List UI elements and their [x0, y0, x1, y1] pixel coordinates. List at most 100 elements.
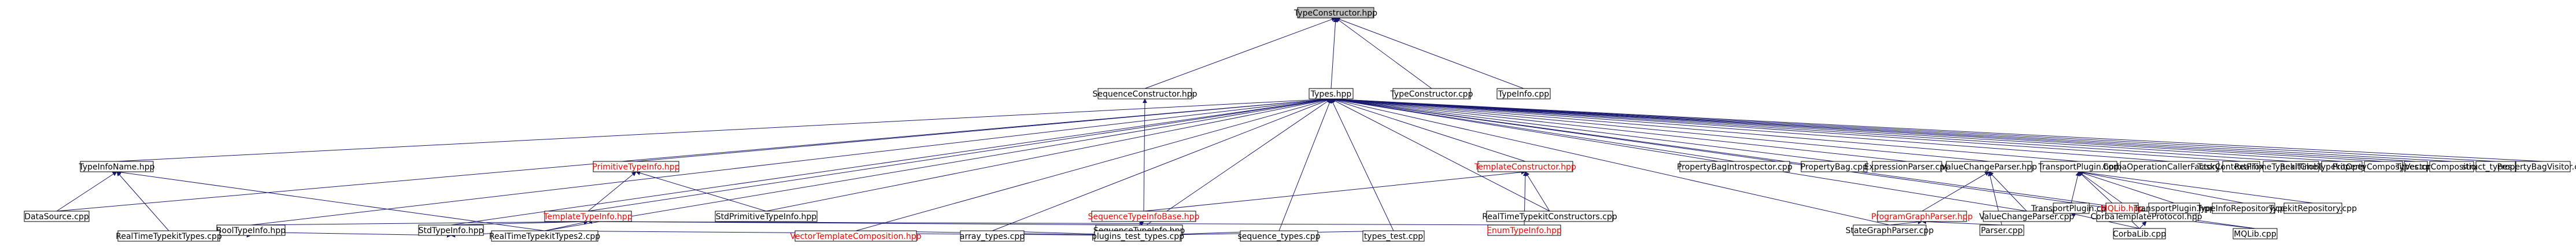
node-sequence-types-cpp[interactable]: sequence_types.cpp	[1238, 230, 1321, 242]
node-propertybag-cpp[interactable]: PropertyBag.cpp	[1801, 161, 1868, 172]
node-typeinfo-cpp[interactable]: TypeInfo.cpp	[1496, 88, 1551, 99]
edge-plugins-test-types-cpp-to-types-hpp	[1137, 98, 1332, 231]
node-box	[24, 211, 90, 222]
node-label: SequenceTypeInfoBase.hpp	[1088, 212, 1200, 222]
node-primitivetypeinfo-hpp[interactable]: PrimitiveTypeInfo.hpp	[592, 161, 680, 172]
node-box	[960, 230, 1025, 242]
node-label: ValueChangeParser.cpp	[1979, 212, 2075, 222]
edge-typeconstructor-cpp-to-typeconstructor-hpp	[1335, 17, 1432, 89]
node-propertybagintrospector-cpp[interactable]: PropertyBagIntrospector.cpp	[1677, 161, 1793, 172]
edge-mqlib-cpp-to-types-hpp	[1330, 97, 2256, 229]
node-sequencetypeinfobase-hpp[interactable]: SequenceTypeInfoBase.hpp	[1088, 211, 1200, 222]
node-label: VectorComposition.cpp	[2405, 163, 2499, 172]
edge-corbatemplateprotocol-hpp-to-types-hpp	[1330, 97, 2147, 212]
node-box	[1477, 161, 1573, 172]
node-typeinfoname-hpp[interactable]: TypeInfoName.hpp	[78, 161, 155, 172]
node-transportplugin-hpp2[interactable]: TransportPlugin.hpp	[2133, 202, 2215, 214]
node-array-types-cpp[interactable]: array_types.cpp	[960, 230, 1025, 242]
node-label: TemplateConstructor.hpp	[1474, 163, 1576, 172]
node-label: CorbaOperationCallerFactory.cpp	[2103, 163, 2237, 172]
node-stategraphparser-cpp[interactable]: StateGraphParser.cpp	[1846, 224, 1934, 236]
node-templateconstructor-hpp[interactable]: TemplateConstructor.hpp	[1474, 161, 1576, 172]
node-label: BoolTypeInfo.hpp	[216, 226, 286, 235]
node-label: Types.cpp	[2395, 163, 2435, 172]
node-booltypeinfo-hpp[interactable]: BoolTypeInfo.hpp	[216, 224, 286, 236]
node-stdprimitivetypeinfo-hpp[interactable]: StdPrimitiveTypeInfo.hpp	[715, 211, 818, 222]
node-box	[1487, 224, 1561, 236]
node-realtimetypekittypes-cpp[interactable]: RealTimeTypekitTypes.cpp	[116, 230, 222, 242]
node-valuechangeparser-hpp[interactable]: ValueChangeParser.hpp	[1941, 161, 2037, 172]
node-box	[1853, 224, 1927, 236]
node-realtimetypekittypes2-cpp[interactable]: RealTimeTypekitTypes2.cpp	[489, 230, 600, 242]
node-label: TransportPlugin.hpp	[2038, 163, 2119, 172]
node-propertybagvisitor-cpp[interactable]: PropertyBagVisitor.cpp	[2497, 161, 2576, 172]
node-box	[1297, 7, 1374, 19]
edge-transportplugin-hpp-to-types-hpp	[1330, 97, 2079, 162]
node-typeinforepository-cpp[interactable]: TypeInfoRepository.cpp	[2196, 202, 2290, 214]
edge-templatetypeinfo-hpp-to-types-hpp	[587, 97, 1332, 212]
edge-enumtypeinfo-hpp-to-templatetypeinfo-hpp	[587, 219, 1525, 226]
node-box	[418, 224, 484, 236]
node-types-hpp[interactable]: Types.hpp	[1309, 88, 1354, 99]
node-mqlib-cpp[interactable]: MQLib.cpp	[2233, 228, 2278, 239]
node-box	[794, 230, 917, 242]
edge-templatetypeinfo-hpp-to-primitivetypeinfo-hpp	[587, 171, 637, 212]
node-programgraphparser-hpp[interactable]: ProgramGraphParser.hpp	[1871, 211, 1973, 222]
edge-sequencetypeinfobase-hpp-to-templateconstructor-hpp	[1143, 169, 1526, 212]
node-typeconstructor-hpp[interactable]: TypeConstructor.hpp	[1293, 7, 1377, 19]
node-label: TypekitRepository.cpp	[2268, 204, 2357, 213]
node-vectortemplatecomposition-hpp[interactable]: VectorTemplateComposition.hpp	[790, 230, 922, 242]
node-enumtypeinfo-hpp[interactable]: EnumTypeInfo.hpp	[1487, 224, 1562, 236]
edge-corbalib-cpp-to-corbatemplateprotocol-hpp	[2139, 221, 2147, 229]
node-box	[1679, 161, 1790, 172]
node-label: StdTypeInfo.hpp	[419, 226, 484, 235]
node-templatetypeinfo-hpp[interactable]: TemplateTypeInfo.hpp	[543, 211, 633, 222]
edge-typeinforepository-cpp-to-transportplugin-hpp	[2078, 170, 2244, 204]
node-label: ExpressionParser.cpp	[1864, 163, 1950, 172]
node-corbaoperationcallerfactory-cpp[interactable]: CorbaOperationCallerFactory.cpp	[2103, 161, 2237, 172]
edge-propertybagvisitor-cpp-to-types-hpp	[1330, 97, 2544, 162]
node-plugins-test-types-cpp[interactable]: plugins_test_types.cpp	[1092, 230, 1184, 242]
node-label: TransportPlugin.cpp	[2031, 204, 2112, 213]
node-label: VectorTemplateComposition.hpp	[790, 232, 921, 241]
node-transportplugin-cpp[interactable]: TransportPlugin.cpp	[2031, 202, 2112, 214]
node-sequenceconstructor-hpp[interactable]: SequenceConstructor.hpp	[1092, 88, 1198, 99]
node-mqlib-hpp[interactable]: MQLib.hpp	[2101, 202, 2144, 214]
node-box	[2404, 161, 2428, 172]
node-types-test-cpp[interactable]: types_test.cpp	[1362, 230, 1425, 242]
node-datasource-cpp[interactable]: DataSource.cpp	[24, 211, 90, 222]
edge-realtimetypekitconstructors-cpp-to-types-hpp	[1330, 98, 1550, 212]
node-vectorcomposition-cpp[interactable]: VectorComposition.cpp	[2405, 161, 2499, 172]
edge-types-hpp-to-typeconstructor-hpp	[1330, 17, 1338, 89]
node-label: types_test.cpp	[1364, 232, 1423, 241]
edge-typekitrepository-cpp-to-transportplugin-hpp	[2078, 169, 2313, 204]
edge-transportplugin-cpp-to-transportplugin-hpp	[2071, 171, 2080, 204]
node-stdtypeinfo-hpp[interactable]: StdTypeInfo.hpp	[418, 224, 484, 236]
node-box	[2148, 202, 2200, 214]
node-parser-cpp[interactable]: Parser.cpp	[1979, 224, 2024, 236]
node-types-cpp[interactable]: Types.cpp	[2395, 161, 2436, 172]
node-struct-types-cpp[interactable]: struct_types.cpp	[2462, 161, 2529, 172]
node-transportplugin-hpp[interactable]: TransportPlugin.hpp	[2038, 161, 2119, 172]
edge-realtimetypekittypes2-cpp-to-typeinfoname-hpp	[116, 170, 545, 231]
node-label: SequenceConstructor.hpp	[1092, 90, 1197, 99]
node-label: Types.hpp	[1310, 90, 1352, 99]
node-corbalib-cpp[interactable]: CorbaLib.cpp	[2113, 228, 2166, 239]
node-box	[1362, 230, 1425, 242]
node-label: RealTimeTypekitGlobals.cpp	[2234, 163, 2348, 172]
node-realtimetypekitconstructors-cpp[interactable]: RealTimeTypekitConstructors.cpp	[1482, 211, 1617, 222]
node-realtimetypekitglobals-cpp[interactable]: RealTimeTypekitGlobals.cpp	[2234, 161, 2348, 172]
node-box	[491, 230, 598, 242]
node-typeconstructor-cpp[interactable]: TypeConstructor.cpp	[1390, 88, 1473, 99]
node-box	[1094, 230, 1182, 242]
node-typekitrepository-cpp[interactable]: TypekitRepository.cpp	[2268, 202, 2357, 214]
edge-realtimetypekittypes-cpp-to-typeinfoname-hpp	[116, 171, 169, 231]
edge-booltypeinfo-hpp-to-templatetypeinfo-hpp	[250, 219, 589, 226]
node-valuechangeparser-cpp[interactable]: ValueChangeParser.cpp	[1979, 211, 2075, 222]
file-nodes: TypeConstructor.hppSequenceConstructor.h…	[24, 7, 2576, 242]
node-label: MQLib.hpp	[2101, 204, 2144, 213]
node-expressionparser-cpp[interactable]: ExpressionParser.cpp	[1864, 161, 1950, 172]
edge-stategraphparser-cpp-to-programgraphparser-hpp	[1889, 219, 1923, 226]
node-box	[1486, 211, 1613, 222]
node-box	[2113, 228, 2166, 239]
